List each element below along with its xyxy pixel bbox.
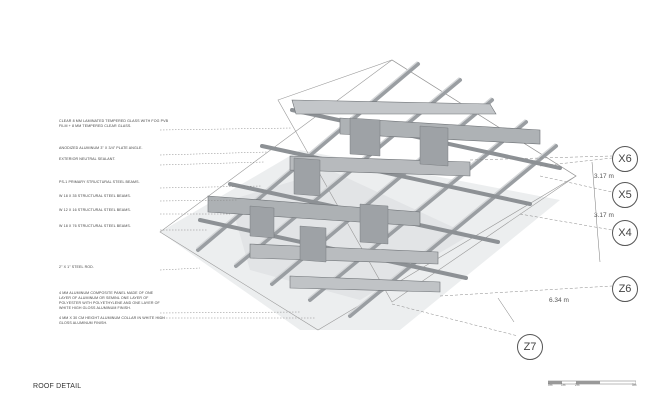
note-sealant: EXTERIOR NEUTRAL SEALANT.: [59, 157, 116, 161]
annotation-leaders: [159, 127, 316, 319]
grid-bubble-x6: X6: [612, 146, 638, 172]
note-aluminum-collar: 4 MM X 30 CM HEIGHT ALUMINUM COLLAR IN W…: [59, 316, 165, 325]
note-plate-angle: ANODIZED ALUMINUM 3" X 3/4" PLATE ANGLE.: [59, 146, 143, 150]
drawing-title: ROOF DETAIL: [33, 383, 82, 390]
note-primary-beams: PS-1 PRIMARY STRUCTURAL STEEL BEAMS.: [59, 180, 140, 184]
scale-label-2: 2m: [575, 383, 580, 387]
grid-bubble-z7: Z7: [517, 334, 543, 360]
grid-bubble-z6: Z6: [612, 276, 638, 302]
note-composite-panel: 4 MM ALUMINUM COMPOSITE PANEL MADE OF ON…: [59, 291, 160, 310]
scale-label-1: 1m: [561, 383, 566, 387]
dimension-x5-x4: 3.17 m: [594, 212, 614, 219]
dimension-x6-x5: 3.17 m: [594, 173, 614, 180]
beam-web-plates: [249, 117, 449, 263]
note-steel-rod: 2" X 1" STEEL ROD.: [59, 265, 94, 269]
grid-bubble-x4: X4: [612, 220, 638, 246]
note-glass: CLEAR 8 MM LAMINATED TEMPERED GLASS WITH…: [59, 119, 169, 128]
scale-label-0: 0m: [548, 383, 553, 387]
dimension-z6-z7: 6.34 m: [549, 297, 569, 304]
grid-bubble-x5: X5: [612, 182, 638, 208]
scale-bar: 0m 1m 2m 5m: [547, 374, 637, 398]
note-w18x35: W 18 X 35 STRUCTURAL STEEL BEAMS.: [59, 194, 131, 198]
dimension-lines: [497, 161, 601, 323]
scale-label-5: 5m: [632, 383, 637, 387]
note-w18x76: W 18 X 76 STRUCTURAL STEEL BEAMS.: [59, 224, 131, 228]
note-w12x16: W 12 X 16 STRUCTURAL STEEL BEAMS.: [59, 208, 131, 212]
glass-plane-outline: [159, 59, 577, 331]
grid-extension-lines: [391, 155, 613, 337]
